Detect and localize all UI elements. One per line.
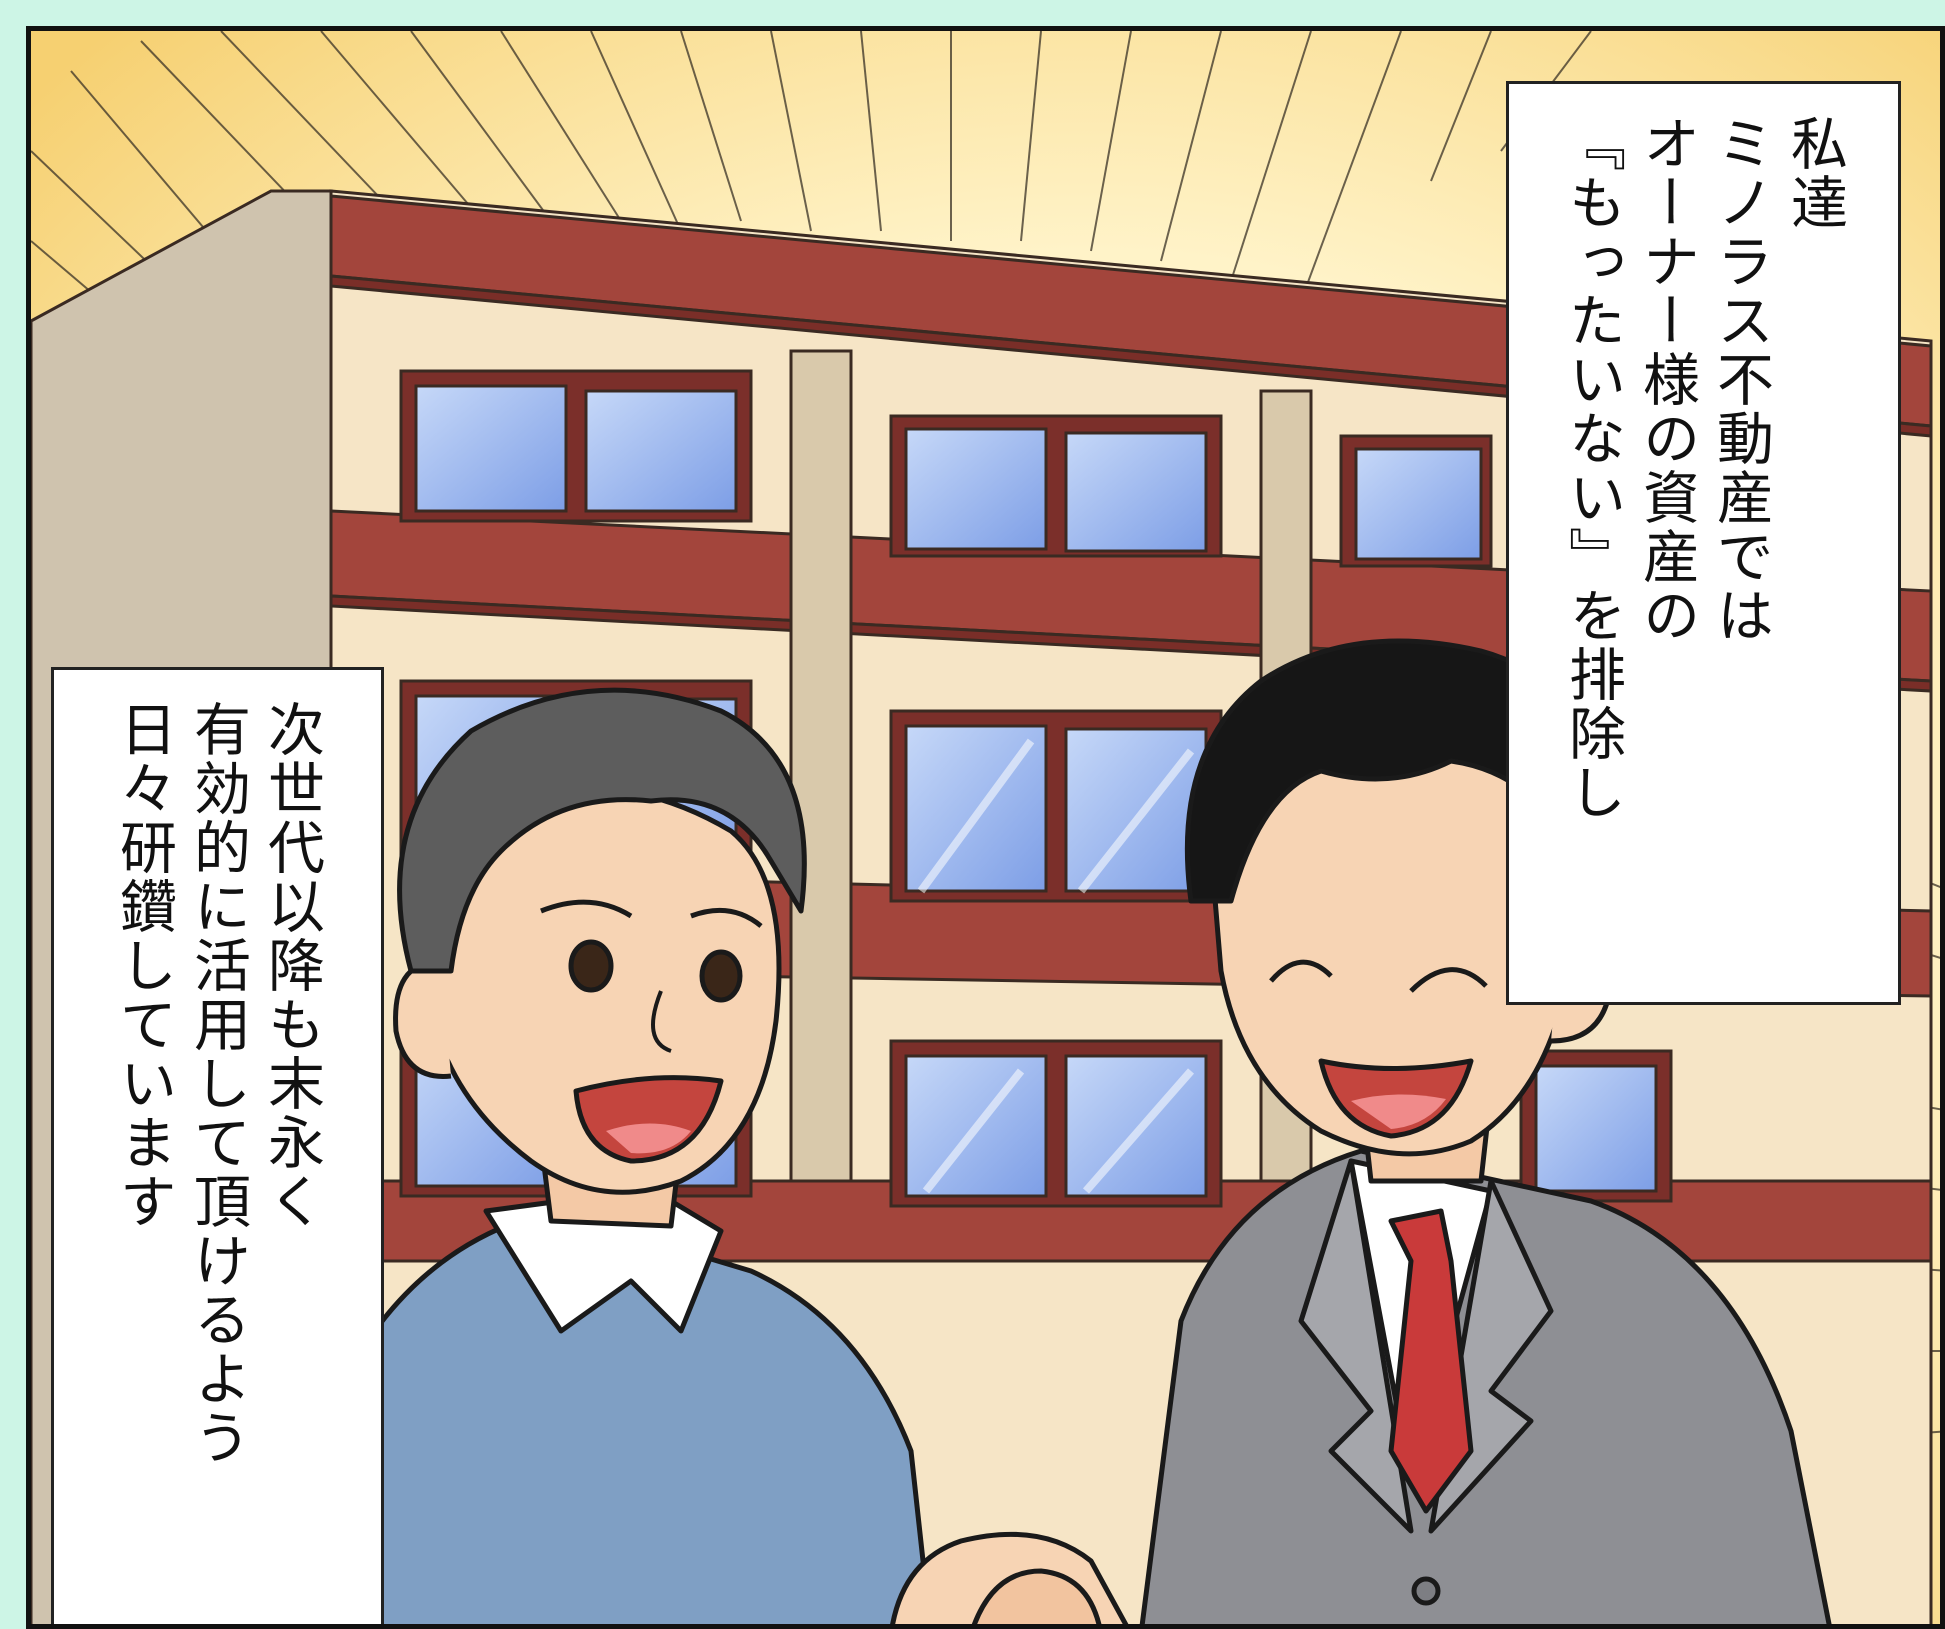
- caption-box-left: 次世代以降も末永く 有効的に活用して頂けるよう 日々研鑽しています: [51, 667, 384, 1624]
- caption-right-line-2: ミノラス不動産では: [1707, 114, 1774, 645]
- window-glare: [917, 738, 1195, 1194]
- caption-right-line-1: 私達: [1781, 114, 1848, 232]
- caption-right-line-3: オーナー様の資産の: [1633, 114, 1700, 645]
- caption-left-line-2: 有効的に活用して頂けるよう: [184, 700, 251, 1467]
- handshake: [890, 1531, 1129, 1624]
- elderly-man: [348, 687, 933, 1624]
- caption-right-line-4: 『もったいない』を排除し: [1559, 114, 1626, 822]
- caption-left-line-3: 日々研鑽しています: [110, 700, 177, 1231]
- manga-panel: 私達 ミノラス不動産では オーナー様の資産の 『もったいない』を排除し 次世代以…: [26, 26, 1945, 1629]
- caption-box-right: 私達 ミノラス不動産では オーナー様の資産の 『もったいない』を排除し: [1506, 81, 1901, 1005]
- caption-left-line-1: 次世代以降も末永く: [258, 700, 325, 1231]
